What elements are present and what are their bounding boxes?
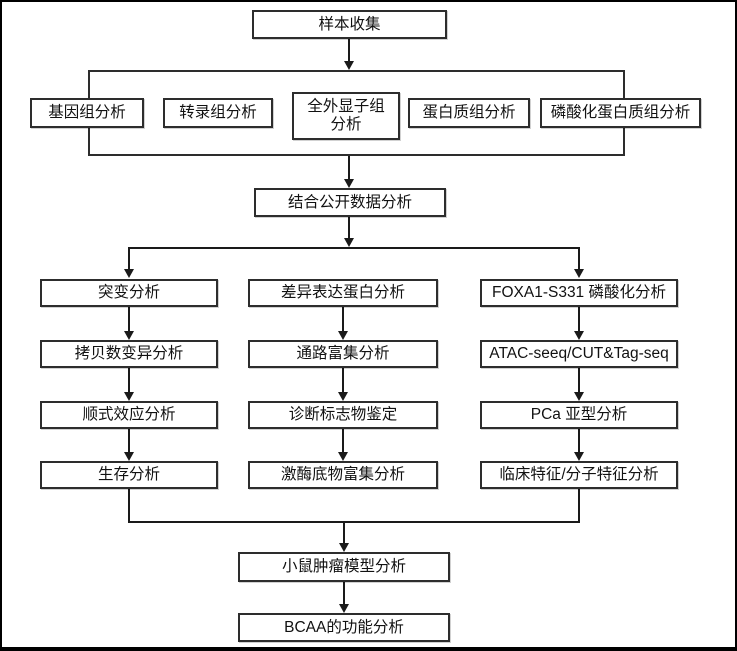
node-bcaa-function: BCAA的功能分析 xyxy=(238,613,450,642)
node-mutation-analysis: 突变分析 xyxy=(40,279,218,307)
arrow-down-icon xyxy=(124,392,134,401)
node-genomics: 基因组分析 xyxy=(30,98,144,128)
connector-line xyxy=(348,217,350,239)
arrow-down-icon xyxy=(344,61,354,70)
arrow-down-icon xyxy=(574,452,584,461)
connector-line xyxy=(128,368,130,394)
node-kinase-substrate-enrichment: 激酶底物富集分析 xyxy=(248,461,438,489)
arrow-down-icon xyxy=(344,238,354,247)
node-pathway-enrichment: 通路富集分析 xyxy=(248,340,438,368)
connector-line xyxy=(578,429,580,454)
connector-line xyxy=(578,247,580,271)
node-diagnostic-marker: 诊断标志物鉴定 xyxy=(248,401,438,429)
connector-line xyxy=(128,307,130,333)
node-proteomics: 蛋白质组分析 xyxy=(408,98,530,128)
connector-line xyxy=(342,429,344,454)
arrow-down-icon xyxy=(124,331,134,340)
connector-line xyxy=(128,247,130,271)
arrow-down-icon xyxy=(338,452,348,461)
connector-line xyxy=(343,521,345,544)
arrow-down-icon xyxy=(574,392,584,401)
arrow-down-icon xyxy=(339,543,349,552)
arrow-down-icon xyxy=(124,269,134,278)
connector-line xyxy=(342,368,344,394)
node-foxa1-phosphorylation: FOXA1-S331 磷酸化分析 xyxy=(480,279,678,307)
node-dep-analysis: 差异表达蛋白分析 xyxy=(248,279,438,307)
connector-line xyxy=(128,247,580,249)
connector-line xyxy=(128,489,130,523)
node-atac-cuttag: ATAC-seeq/CUT&Tag-seq xyxy=(480,340,678,368)
arrow-down-icon xyxy=(574,331,584,340)
arrow-down-icon xyxy=(338,392,348,401)
connector-line xyxy=(578,307,580,333)
connector-line xyxy=(342,307,344,333)
node-public-data: 结合公开数据分析 xyxy=(254,188,446,217)
connector-line xyxy=(578,489,580,523)
arrow-down-icon xyxy=(339,604,349,613)
node-sample-collection: 样本收集 xyxy=(252,10,447,39)
connector-line xyxy=(348,39,350,62)
node-mouse-tumor-model: 小鼠肿瘤模型分析 xyxy=(238,552,450,582)
connector-line xyxy=(343,582,345,605)
node-transcriptomics: 转录组分析 xyxy=(163,98,273,128)
arrow-down-icon xyxy=(124,452,134,461)
node-phosphoproteomics: 磷酸化蛋白质组分析 xyxy=(540,98,701,128)
arrow-down-icon xyxy=(574,269,584,278)
connector-line xyxy=(128,429,130,454)
node-clinical-molecular-features: 临床特征/分子特征分析 xyxy=(480,461,678,489)
node-cnv-analysis: 拷贝数变异分析 xyxy=(40,340,218,368)
node-survival-analysis: 生存分析 xyxy=(40,461,218,489)
connector-line xyxy=(348,156,350,180)
node-pca-subtype: PCa 亚型分析 xyxy=(480,401,678,429)
connector-line xyxy=(578,368,580,394)
connector-line xyxy=(128,521,580,523)
arrow-down-icon xyxy=(344,179,354,188)
node-cis-effect-analysis: 顺式效应分析 xyxy=(40,401,218,429)
node-whole-exome: 全外显子组 分析 xyxy=(292,92,400,140)
arrow-down-icon xyxy=(338,331,348,340)
